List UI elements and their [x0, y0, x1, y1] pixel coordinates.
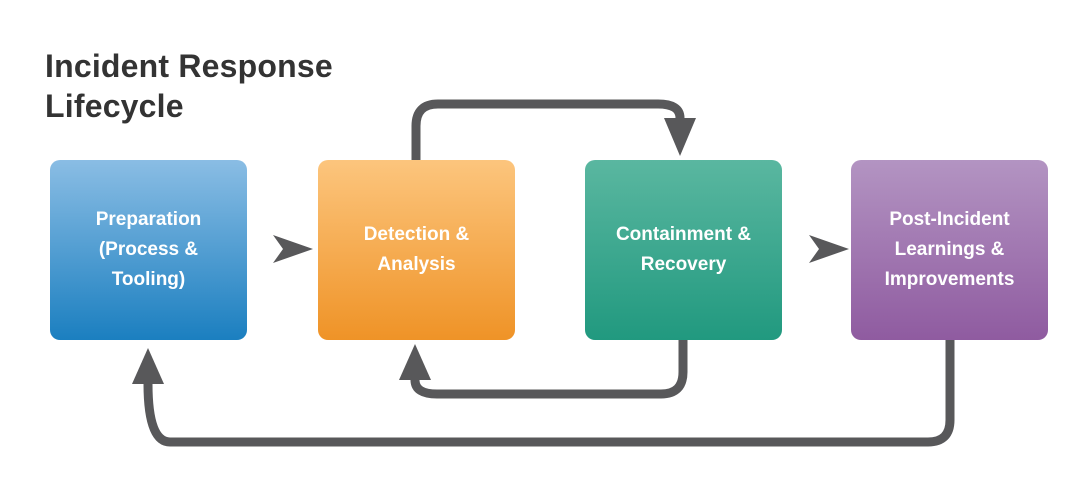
page-title: Incident Response Lifecycle: [45, 48, 333, 124]
stage-detection-analysis: Detection & Analysis: [318, 160, 515, 340]
arrowhead-up-icon: [399, 344, 431, 380]
stage-label: Containment & Recovery: [615, 224, 752, 275]
loop-top-arrow: [411, 99, 696, 162]
stage-post-incident: Post-Incident Learnings & Improvements: [851, 160, 1048, 340]
loop-bottom-outer-arrow: [132, 338, 955, 447]
arrowhead-up-icon: [132, 348, 164, 384]
stage-containment-recovery: Containment & Recovery: [585, 160, 782, 340]
stage-preparation: Preparation (Process & Tooling): [50, 160, 247, 340]
arrowhead-down-icon: [664, 118, 696, 156]
stage-label: Preparation (Process & Tooling): [95, 209, 202, 290]
loop-bottom-inner-arrow: [399, 338, 688, 399]
chevron-right-icon: [273, 235, 313, 263]
stage-label: Post-Incident Learnings & Improvements: [884, 209, 1015, 290]
stage-label: Detection & Analysis: [363, 224, 470, 275]
chevron-right-icon: [809, 235, 849, 263]
